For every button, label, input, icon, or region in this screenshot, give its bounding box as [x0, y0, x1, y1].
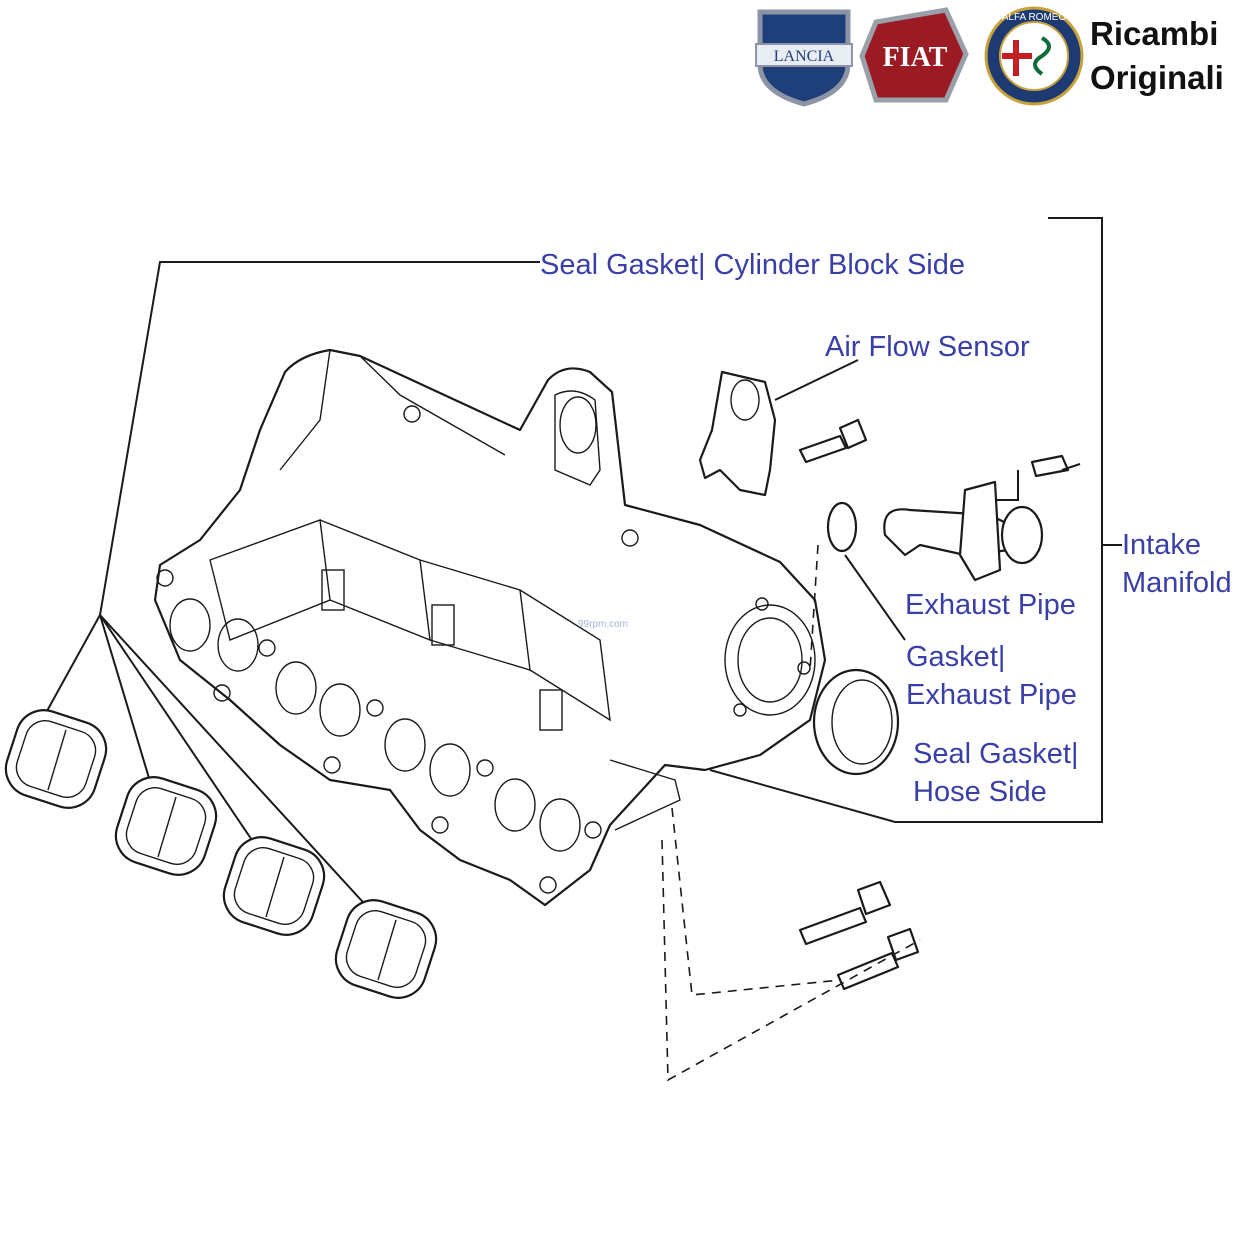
- label-intake-line2: Manifold: [1122, 567, 1232, 599]
- cylinder-seal-gasket: [4, 709, 108, 809]
- label-gasket-line2: Exhaust Pipe: [906, 679, 1077, 711]
- svg-text:FIAT: FIAT: [883, 42, 948, 73]
- label-intake-line1: Intake: [1122, 529, 1201, 561]
- label-gasket-line1: Gasket|: [906, 641, 1006, 673]
- intake-manifold-part: 99rpm.com: [153, 348, 827, 907]
- cylinder-seal-gasket: [222, 836, 326, 936]
- exhaust-pipe-gasket-part: [809, 501, 906, 671]
- label-intake-manifold: Intake Manifold: [1122, 526, 1232, 602]
- watermark: 99rpm.com: [578, 619, 628, 630]
- brand-logos: LANCIA FIAT ALFA ROMEO: [755, 6, 1084, 107]
- label-seal-gasket-cylinder: Seal Gasket| Cylinder Block Side: [540, 249, 966, 281]
- manifold-bolts: [661, 807, 921, 1082]
- svg-text:LANCIA: LANCIA: [774, 48, 835, 65]
- cylinder-seal-gasket: [334, 899, 438, 999]
- label-gasket-exhaust-pipe: Gasket| Exhaust Pipe: [906, 638, 1077, 714]
- cylinder-seal-gasket: [114, 776, 218, 876]
- label-air-flow-sensor: Air Flow Sensor: [825, 331, 1030, 363]
- air-flow-sensor-part: [698, 359, 868, 497]
- intake-manifold-bracket: [709, 217, 1122, 823]
- brand-title-line2: Originali: [1090, 59, 1224, 96]
- label-seal-gasket-hose: Seal Gasket| Hose Side: [913, 735, 1079, 811]
- fiat-logo: FIAT: [859, 7, 969, 103]
- alfa-romeo-logo: ALFA ROMEO: [984, 6, 1084, 106]
- lancia-logo: LANCIA: [755, 9, 853, 107]
- cylinder-seal-gaskets: [4, 709, 438, 999]
- label-exhaust-pipe: Exhaust Pipe: [905, 589, 1076, 621]
- brand-title: Ricambi Originali: [1090, 12, 1224, 100]
- svg-text:ALFA ROMEO: ALFA ROMEO: [1002, 12, 1067, 23]
- hose-seal-gasket-part: [812, 668, 900, 776]
- label-seal-hose-line1: Seal Gasket|: [913, 738, 1079, 770]
- exhaust-pipe-part: [883, 454, 1081, 582]
- brand-title-line1: Ricambi: [1090, 15, 1219, 52]
- cylinder-seal-leaders: [41, 261, 540, 913]
- label-seal-hose-line2: Hose Side: [913, 776, 1047, 808]
